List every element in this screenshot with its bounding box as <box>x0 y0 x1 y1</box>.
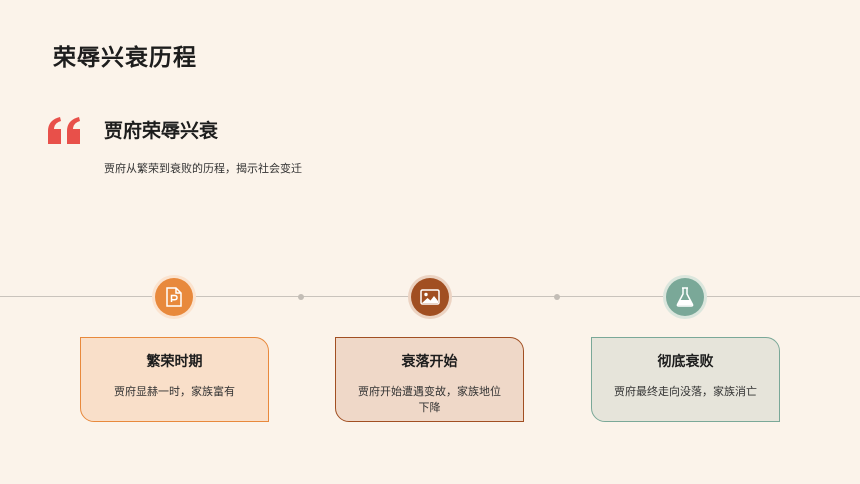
stage-desc: 贾府最终走向没落，家族消亡 <box>614 385 757 398</box>
section-title: 贾府荣辱兴衰 <box>104 120 219 142</box>
page-title: 荣辱兴衰历程 <box>53 45 197 71</box>
quote-icon <box>48 117 80 144</box>
stage-title: 繁荣时期 <box>146 354 203 370</box>
timeline-dot <box>554 294 560 300</box>
stage-title: 彻底衰败 <box>657 354 714 370</box>
stage-desc: 贾府开始遭遇变故，家族地位下降 <box>358 385 501 414</box>
timeline-dot <box>298 294 304 300</box>
stage-card-1: 繁荣时期 贾府显赫一时，家族富有 <box>80 337 269 422</box>
image-icon <box>420 289 440 305</box>
stage-desc: 贾府显赫一时，家族富有 <box>114 385 235 398</box>
flask-icon <box>676 287 694 307</box>
stage-title: 衰落开始 <box>401 354 458 370</box>
stage-card-3: 彻底衰败 贾府最终走向没落，家族消亡 <box>591 337 780 422</box>
stage-2-node <box>411 278 449 316</box>
powerpoint-icon <box>166 287 182 307</box>
stage-card-2: 衰落开始 贾府开始遭遇变故，家族地位下降 <box>335 337 524 422</box>
stage-1-node <box>155 278 193 316</box>
stage-3-node <box>666 278 704 316</box>
section-subtitle: 贾府从繁荣到衰败的历程，揭示社会变迁 <box>104 162 302 175</box>
